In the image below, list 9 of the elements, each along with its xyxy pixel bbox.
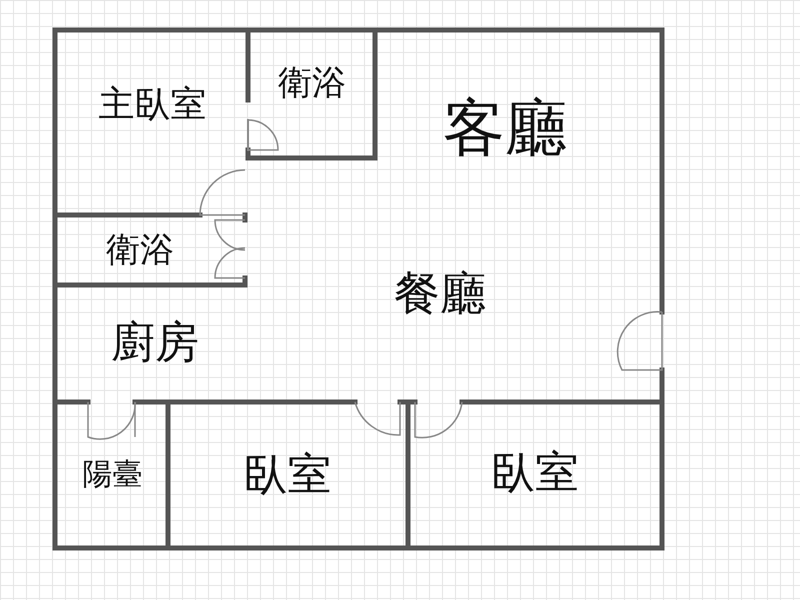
room-label: 臥室 xyxy=(244,453,332,497)
room-label: 衛浴 xyxy=(278,66,346,100)
room-label: 廚房 xyxy=(111,320,199,364)
room-label: 主臥室 xyxy=(98,87,206,123)
room-label: 客廳 xyxy=(443,96,567,158)
room-label: 臥室 xyxy=(491,450,579,494)
room-label: 陽臺 xyxy=(82,460,142,490)
room-label: 衛浴 xyxy=(106,233,174,267)
room-label: 餐廳 xyxy=(394,270,486,316)
